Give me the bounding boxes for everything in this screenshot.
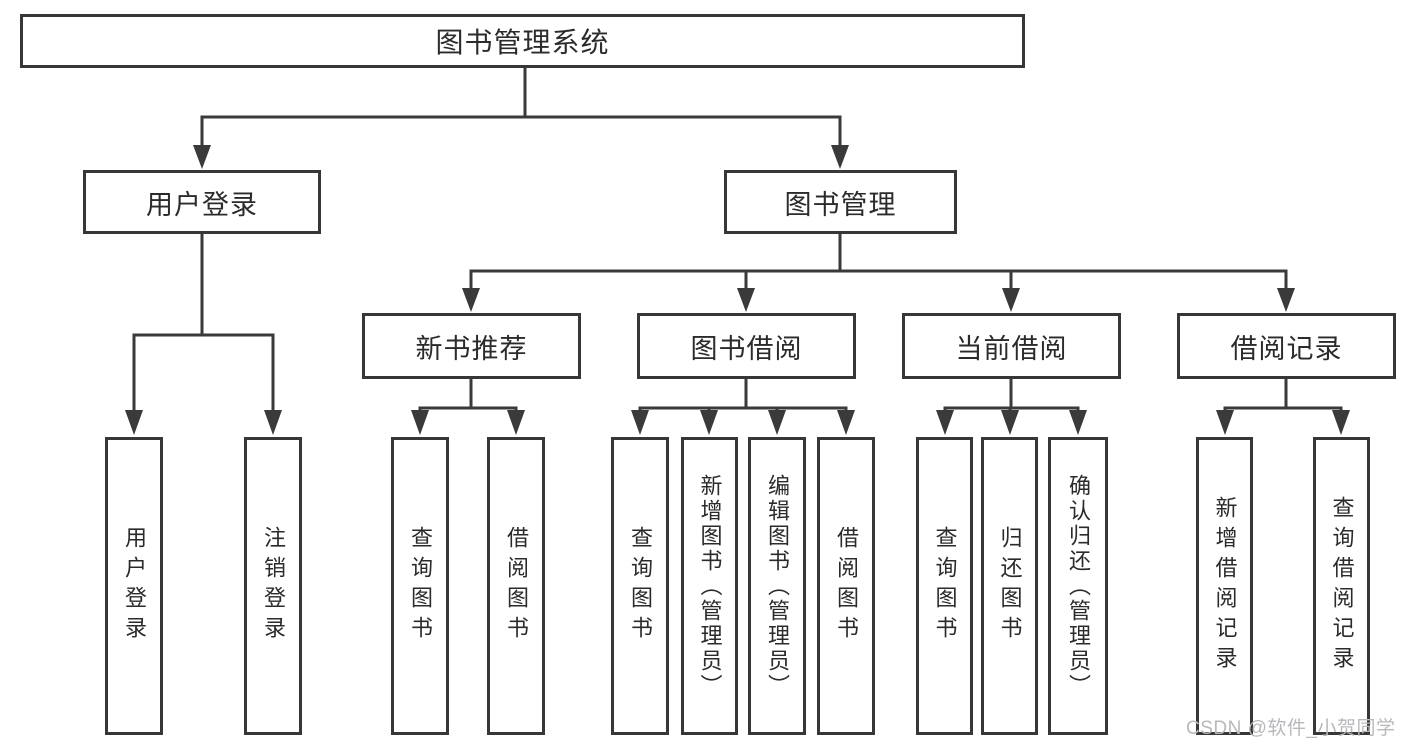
node-borrow-records-label: 借阅记录 [1230,333,1343,364]
node-root: 图书管理系统 [20,14,1025,68]
leaf-query-books-current: 查询图书 [916,437,973,735]
leaf-query-borrow-record: 查询借阅记录 [1313,437,1370,735]
leaf-edit-book-admin: 编辑图书（管理员） [748,437,806,735]
leaf-confirm-return-admin-label: 确认归还（管理员） [1066,473,1091,699]
leaf-add-book-admin-label: 新增图书（管理员） [697,473,723,699]
node-borrow-records: 借阅记录 [1177,313,1396,379]
leaf-query-borrow-record-label: 查询借阅记录 [1329,496,1355,676]
leaf-add-book-admin: 新增图书（管理员） [681,437,738,735]
leaf-user-login-label: 用户登录 [122,526,147,646]
leaf-query-books-borrowing-label: 查询图书 [628,526,653,646]
leaf-edit-book-admin-label: 编辑图书（管理员） [765,473,790,699]
leaf-logout: 注销登录 [244,437,302,735]
node-new-book-recommend: 新书推荐 [362,313,581,379]
leaf-query-books-borrowing: 查询图书 [611,437,669,735]
leaf-add-borrow-record: 新增借阅记录 [1196,437,1253,735]
leaf-query-books-recommend: 查询图书 [391,437,449,735]
leaf-logout-label: 注销登录 [261,526,286,646]
node-current-borrowing-label: 当前借阅 [955,333,1068,364]
node-book-borrowing-label: 图书借阅 [690,333,803,364]
node-current-borrowing: 当前借阅 [902,313,1121,379]
leaf-add-borrow-record-label: 新增借阅记录 [1212,496,1238,676]
node-user-login-label: 用户登录 [146,189,258,220]
leaf-confirm-return-admin: 确认归还（管理员） [1048,437,1108,735]
leaf-user-login: 用户登录 [105,437,163,735]
node-book-management-label: 图书管理 [784,189,897,220]
node-root-label: 图书管理系统 [435,27,610,58]
leaf-borrow-books-recommend-label: 借阅图书 [504,526,529,646]
leaf-query-books-recommend-label: 查询图书 [408,526,433,646]
node-book-borrowing: 图书借阅 [637,313,856,379]
leaf-borrow-books-borrowing-label: 借阅图书 [834,526,859,646]
leaf-borrow-books-borrowing: 借阅图书 [817,437,875,735]
leaf-borrow-books-recommend: 借阅图书 [487,437,545,735]
leaf-query-books-current-label: 查询图书 [932,526,958,646]
node-new-book-recommend-label: 新书推荐 [415,333,528,364]
leaf-return-book-label: 归还图书 [997,526,1023,646]
node-user-login: 用户登录 [83,170,321,234]
leaf-return-book: 归还图书 [981,437,1038,735]
watermark: CSDN @软件_小贺同学 [1186,718,1396,739]
node-book-management: 图书管理 [724,170,957,234]
